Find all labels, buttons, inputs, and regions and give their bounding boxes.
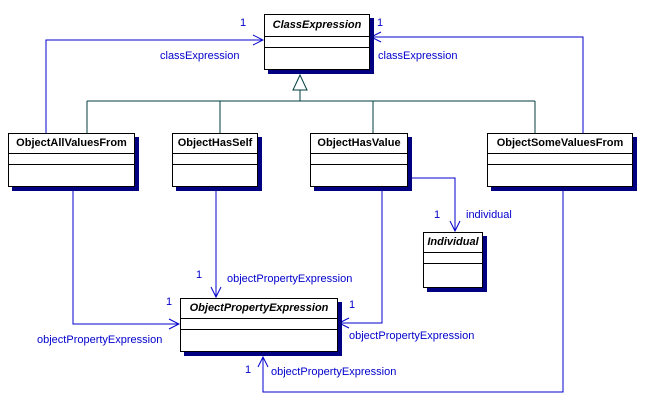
multiplicity-label: 1	[349, 299, 356, 311]
class-title: ObjectSomeValuesFrom	[488, 134, 632, 154]
operations-compartment	[265, 48, 369, 69]
attributes-compartment	[488, 154, 632, 165]
operations-compartment	[173, 165, 257, 186]
class-title: Individual	[424, 233, 482, 253]
multiplicity-label: 1	[196, 269, 203, 281]
class-title: ObjectAllValuesFrom	[9, 134, 134, 154]
operations-compartment	[181, 330, 337, 351]
class-title: ObjectHasSelf	[173, 134, 257, 154]
association-allvaluesfrom-objectpropertyexpression	[72, 191, 179, 324]
class-box-objecthasvalue: ObjectHasValue	[310, 133, 408, 187]
class-title: ObjectPropertyExpression	[181, 299, 337, 319]
class-box-objectsomevaluesfrom: ObjectSomeValuesFrom	[487, 133, 633, 187]
association-somevaluesfrom-objectpropertyexpression	[263, 191, 564, 393]
attributes-compartment	[173, 154, 257, 165]
class-title: ObjectHasValue	[311, 134, 407, 154]
multiplicity-label: 1	[245, 364, 252, 376]
class-box-classexpression: ClassExpression	[264, 14, 370, 70]
multiplicity-label: 1	[166, 296, 173, 308]
multiplicity-label: 1	[434, 209, 441, 221]
role-label-individual: individual	[466, 209, 512, 221]
class-title: ClassExpression	[265, 15, 369, 37]
generalization-triangle-icon	[292, 73, 308, 91]
role-label-objectpropertyexpression-right: objectPropertyExpression	[349, 330, 475, 342]
generalization-tree-lines	[86, 90, 536, 133]
class-box-objectallvaluesfrom: ObjectAllValuesFrom	[8, 133, 135, 187]
class-box-individual: Individual	[423, 232, 483, 288]
association-hasvalue-individual	[408, 177, 455, 231]
association-hasvalue-objectpropertyexpression	[339, 191, 383, 323]
multiplicity-label: 1	[377, 17, 384, 29]
attributes-compartment	[424, 253, 482, 264]
class-box-objecthasself: ObjectHasSelf	[172, 133, 258, 187]
association-somevaluesfrom-classexpression	[371, 37, 584, 133]
operations-compartment	[311, 165, 407, 186]
role-label-objectpropertyexpression-top: objectPropertyExpression	[227, 273, 353, 285]
operations-compartment	[424, 264, 482, 287]
role-label-objectpropertyexpression-bottom: objectPropertyExpression	[271, 366, 397, 378]
class-box-objectpropertyexpression: ObjectPropertyExpression	[180, 298, 338, 352]
role-label-classexpression-left: classExpression	[160, 50, 240, 62]
operations-compartment	[488, 165, 632, 186]
role-label-classexpression-right: classExpression	[378, 50, 458, 62]
attributes-compartment	[9, 154, 134, 165]
association-allvaluesfrom-classexpression	[45, 40, 263, 133]
operations-compartment	[9, 165, 134, 186]
attributes-compartment	[265, 37, 369, 48]
attributes-compartment	[181, 319, 337, 330]
role-label-objectpropertyexpression-left: objectPropertyExpression	[37, 334, 163, 346]
attributes-compartment	[311, 154, 407, 165]
multiplicity-label: 1	[240, 17, 247, 29]
